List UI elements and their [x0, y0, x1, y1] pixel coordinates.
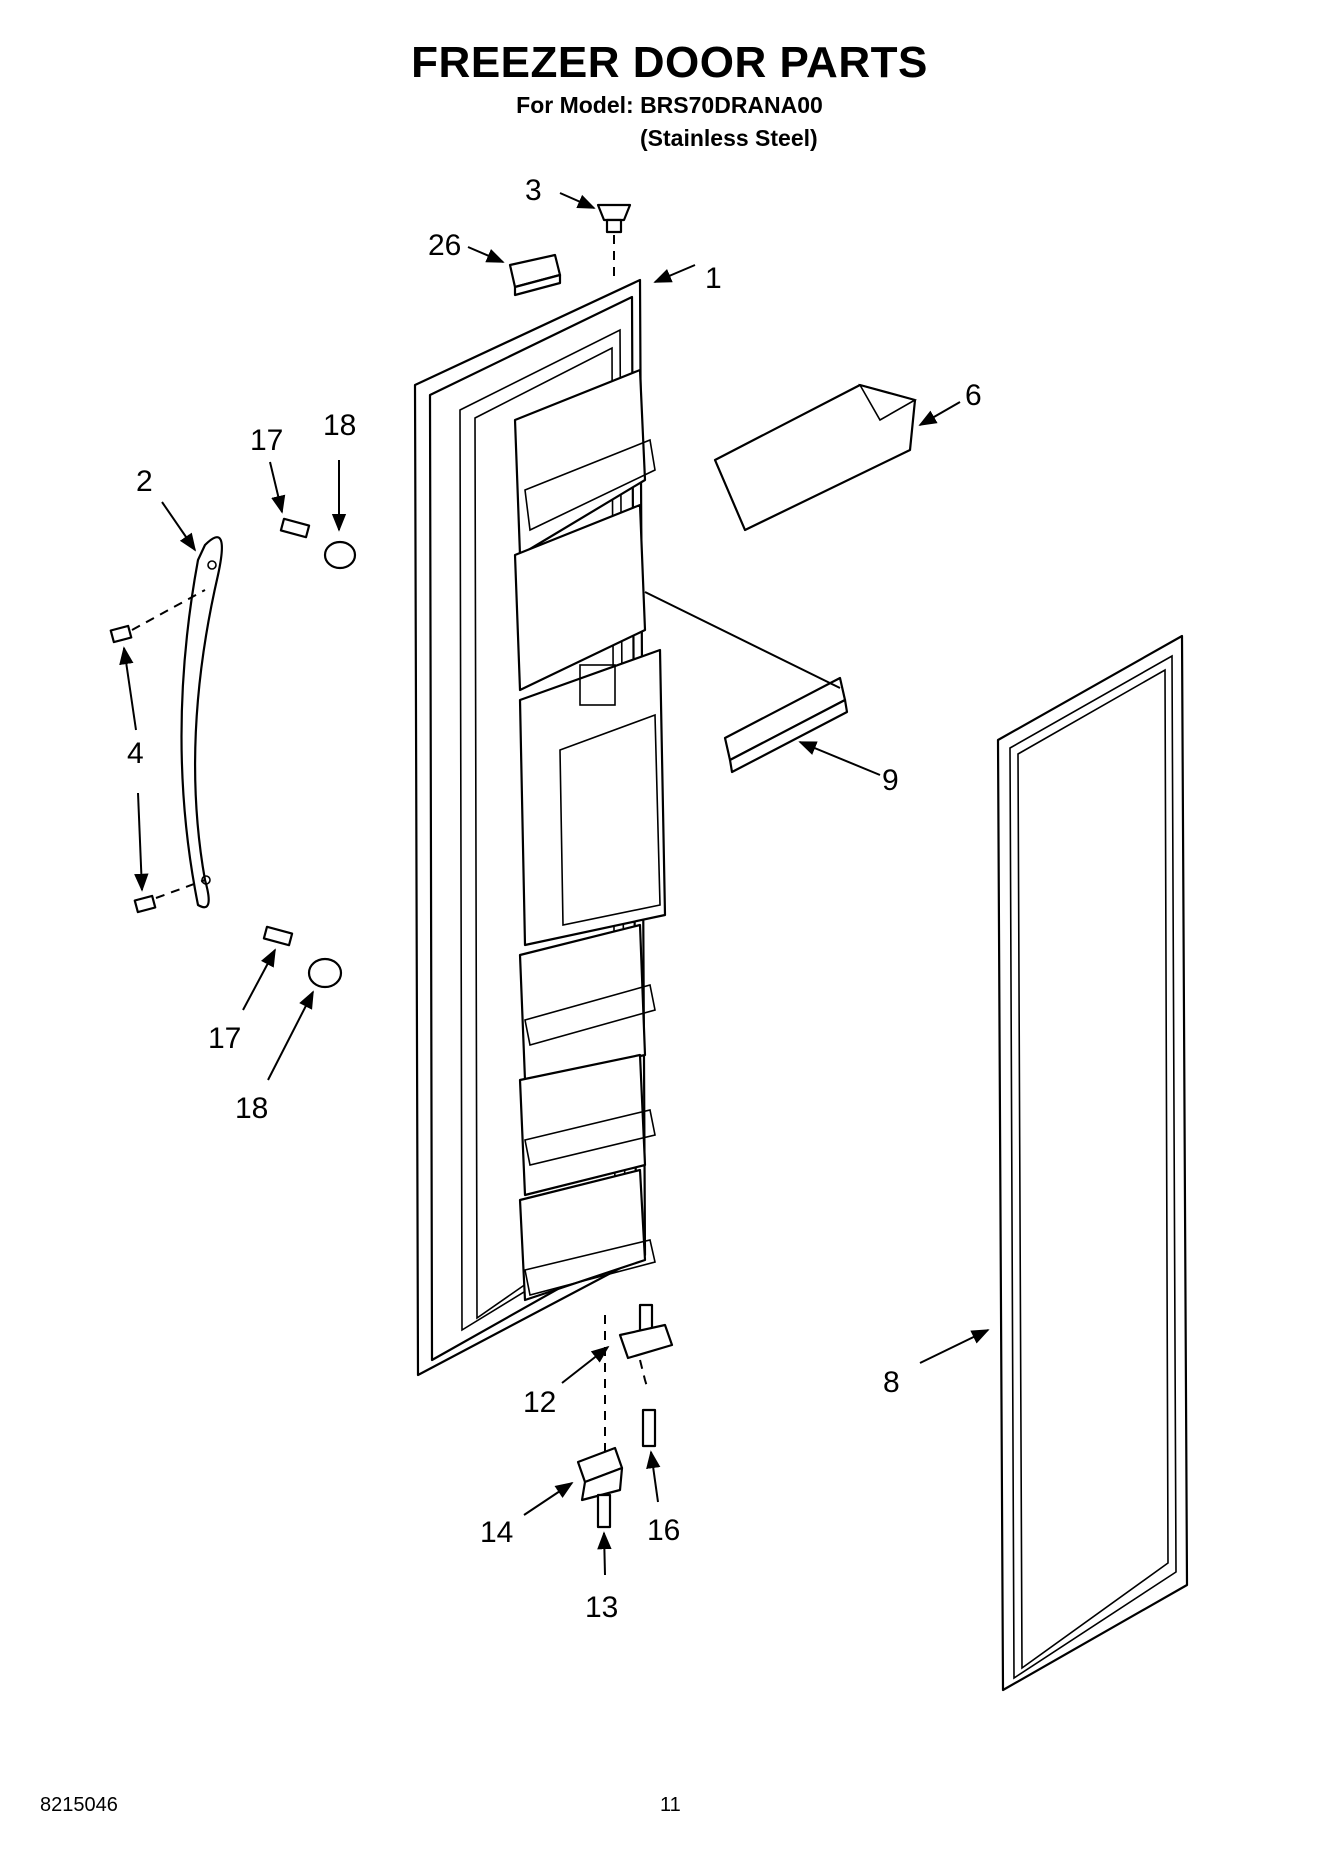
door-bin-part-6 — [713, 383, 918, 532]
door-bin-lower-1 — [518, 923, 656, 1082]
callout-4: 4 — [127, 737, 144, 770]
block-part-26 — [508, 253, 562, 297]
door-bin-lower-3 — [518, 1168, 656, 1302]
model-line: For Model: BRS70DRANA00 — [516, 92, 823, 118]
gasket-part-8 — [996, 634, 1189, 1692]
screw-part-17-upper — [279, 517, 311, 539]
callout-6: 6 — [965, 379, 982, 412]
handle-screw-top — [109, 624, 133, 644]
model-variant: (Stainless Steel) — [640, 125, 818, 151]
door-bin-lower-2 — [518, 1053, 656, 1197]
page-title: FREEZER DOOR PARTS — [411, 38, 928, 87]
callout-8: 8 — [883, 1366, 900, 1399]
leader-lines — [119, 192, 990, 1576]
screw-part-17-lower — [262, 925, 294, 947]
callout-16: 16 — [647, 1514, 680, 1547]
screw-part-16 — [641, 1408, 657, 1448]
dispenser-housing — [518, 648, 667, 947]
callout-2: 2 — [136, 465, 153, 498]
hinge-part-12 — [618, 1303, 674, 1360]
freezer-door-part-1 — [413, 278, 667, 1377]
callout-18-lower: 18 — [235, 1092, 268, 1125]
handle-part-2 — [180, 536, 223, 909]
callout-13: 13 — [585, 1591, 618, 1624]
callout-12: 12 — [523, 1386, 556, 1419]
callout-9: 9 — [882, 764, 899, 797]
trim-part-9 — [723, 676, 849, 774]
callout-17-upper: 17 — [250, 424, 283, 457]
callout-14: 14 — [480, 1516, 513, 1549]
cap-part-3 — [596, 203, 632, 222]
callout-18-upper: 18 — [323, 409, 356, 442]
door-bin-upper — [513, 368, 656, 557]
spacer-part-18-lower — [307, 957, 343, 989]
hinge-part-14 — [576, 1446, 624, 1502]
spacer-part-18-upper — [323, 540, 357, 570]
page-number: 11 — [660, 1794, 681, 1816]
screw-part-13 — [596, 1493, 612, 1529]
callout-labels: 3 26 1 2 17 18 6 4 9 17 18 8 12 14 16 13 — [127, 174, 982, 1624]
door-bin-second — [513, 503, 647, 692]
callout-26: 26 — [428, 229, 461, 262]
callout-1: 1 — [705, 262, 722, 295]
callout-17-lower: 17 — [208, 1022, 241, 1055]
handle-screw-bottom — [133, 894, 157, 914]
callout-3: 3 — [525, 174, 542, 207]
document-number: 8215046 — [40, 1794, 118, 1816]
